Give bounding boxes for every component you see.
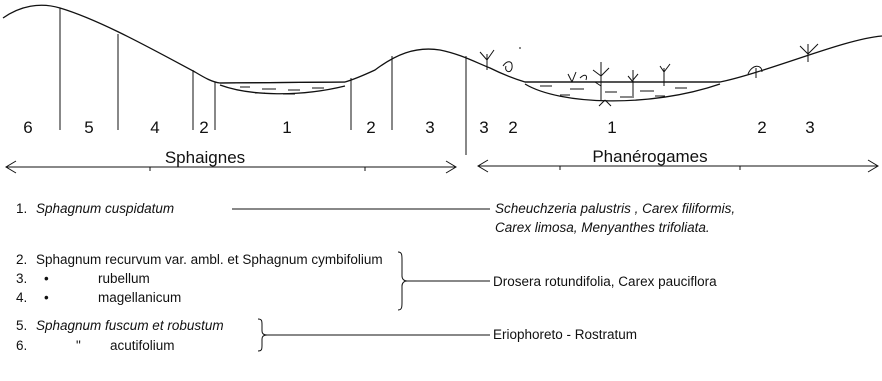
ditto-mark: • [44, 271, 49, 286]
zone-label: 3 [425, 118, 434, 137]
legend-number: 6. [16, 338, 27, 353]
right-pool-ripples [540, 86, 687, 97]
plant-sketches [480, 44, 818, 106]
zone-label: 2 [508, 118, 517, 137]
right-pool-basin [525, 84, 720, 101]
legend-species: Sphagnum recurvum var. ambl. et Sphagnum… [36, 252, 383, 267]
zone-label: 2 [199, 118, 208, 137]
phanerogames-label: Phanérogames [592, 147, 707, 166]
legend-number: 1. [16, 201, 27, 216]
zone-numbers-right: 3 2 1 2 3 [479, 118, 814, 137]
legend-number: 3. [16, 271, 27, 286]
legend-number: 5. [16, 318, 27, 333]
zone-label: 3 [479, 118, 488, 137]
legend-number: 2. [16, 252, 27, 267]
zone-numbers-left: 6 5 4 2 1 2 3 [23, 118, 434, 137]
legend-species: acutifolium [110, 338, 175, 353]
zone-label: 5 [84, 118, 93, 137]
sphaignes-label: Sphaignes [165, 148, 245, 167]
zone-label: 2 [757, 118, 766, 137]
legend-plants: Drosera rotundifolia, Carex pauciflora [493, 274, 717, 289]
legend-species: rubellum [98, 271, 150, 286]
ditto-mark: " [76, 338, 81, 353]
legend-brace [398, 252, 407, 310]
legend-number: 4. [16, 290, 27, 305]
zone-label: 2 [366, 118, 375, 137]
left-pool-basin [220, 85, 345, 94]
legend-species: magellanicum [98, 290, 181, 305]
ditto-mark: • [44, 290, 49, 305]
terrain-profile [3, 5, 882, 83]
zone-label: 1 [282, 118, 291, 137]
legend-plants: Carex limosa, Menyanthes trifoliata. [495, 220, 710, 235]
legend-brace [258, 319, 267, 351]
zone-label: 3 [805, 118, 814, 137]
legend-species: Sphagnum fuscum et robustum [36, 318, 224, 333]
legend-plants: Scheuchzeria palustris , Carex filiformi… [495, 201, 735, 216]
legend-species: Sphagnum cuspidatum [36, 201, 174, 216]
zone-label: 1 [607, 118, 616, 137]
legend-plants: Eriophoreto - Rostratum [493, 327, 637, 342]
zone-label: 6 [23, 118, 32, 137]
left-pool-water [220, 82, 345, 83]
zone-boundaries [60, 8, 466, 155]
zone-label: 4 [150, 118, 159, 137]
